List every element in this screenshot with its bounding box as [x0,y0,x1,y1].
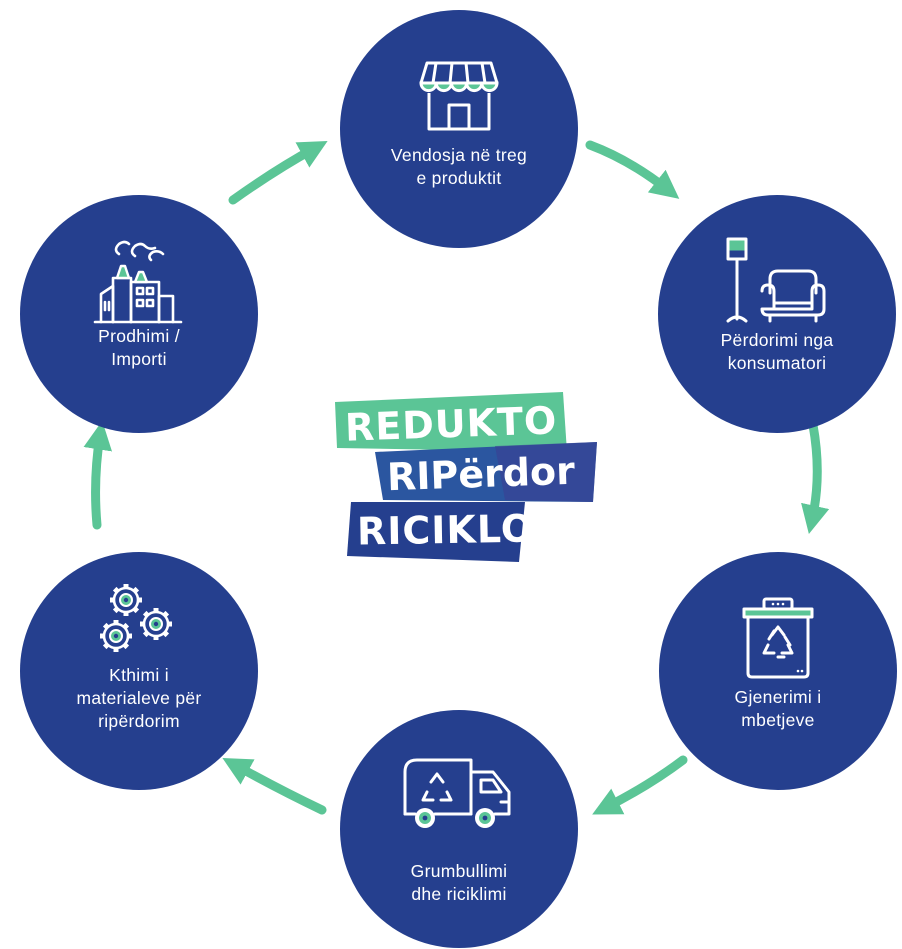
cycle-node-production-import: Prodhimi / Importi [20,195,258,433]
node-label: Vendosja në treg e produktit [360,144,558,190]
cycle-node-collection-recycling: Grumbullimi dhe riciklimi [340,710,578,948]
recycle-bin-icon [659,596,897,680]
label-line: e produktit [416,168,502,188]
cycle-node-material-return: Kthimi i materialeve për ripërdorim [20,552,258,790]
label-line: Grumbullimi [410,861,508,881]
slogan-logo: REDUKTO RIPërdor RICIKLO [335,390,605,570]
arrow-n3-n4 [592,755,688,815]
recycling-truck-icon [340,754,578,838]
node-label: Grumbullimi dhe riciklimi [360,860,558,906]
gears-icon [20,578,258,662]
arrow-n5-n6 [83,420,113,530]
label-line: Gjenerimi i [734,687,822,707]
label-line: materialeve për [76,688,202,708]
label-line: dhe riciklimi [411,884,507,904]
slogan-line-reduce: REDUKTO [344,398,558,450]
label-line: Prodhimi / [98,326,180,346]
label-line: Kthimi i [109,665,169,685]
node-label: Prodhimi / Importi [40,325,238,371]
label-line: Vendosja në treg [390,145,528,165]
furniture-icon [658,237,896,323]
arrow-n1-n2 [585,140,680,199]
arrow-n6-n1 [228,141,328,205]
label-line: mbetjeve [741,710,815,730]
slogan-line-reuse: RIPërdor [386,448,576,500]
cycle-node-waste-generation: Gjenerimi i mbetjeve [659,552,897,790]
node-label: Përdorimi nga konsumatori [678,329,876,375]
slogan-backgrounds [335,392,597,562]
slogan-line-recycle: RICIKLO [356,506,535,554]
label-line: ripërdorim [98,711,180,731]
node-label: Gjenerimi i mbetjeve [679,686,877,732]
arrow-n2-n3 [801,420,830,535]
node-label: Kthimi i materialeve për ripërdorim [40,664,238,733]
factory-icon [20,239,258,324]
cycle-node-market-placement: Vendosja në treg e produktit [340,10,578,248]
label-line: konsumatori [727,353,827,373]
arrow-n4-n5 [222,758,327,815]
label-line: Përdorimi nga [720,330,834,350]
shop-icon [340,54,578,138]
label-line: Importi [111,349,167,369]
cycle-node-consumer-use: Përdorimi nga konsumatori [658,195,896,433]
